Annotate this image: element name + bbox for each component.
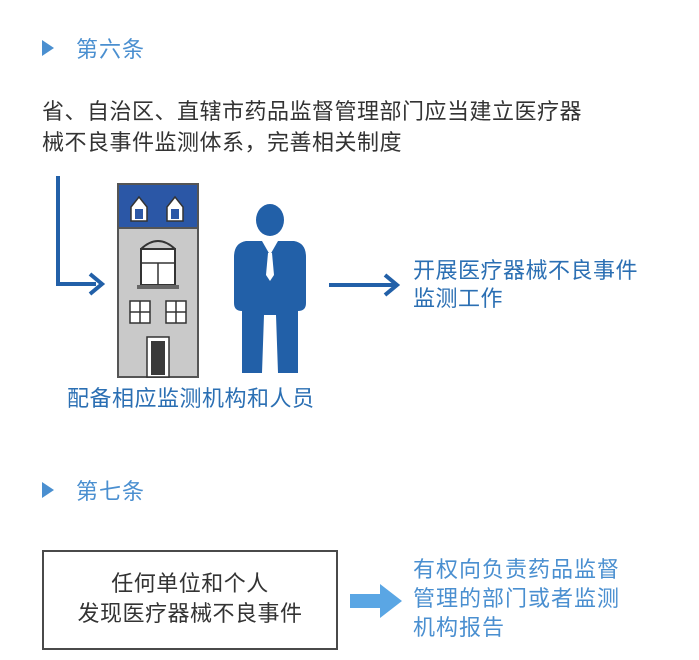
article6-paragraph: 省、自治区、直辖市药品监督管理部门应当建立医疗器 械不良事件监测体系，完善相关制… <box>42 97 682 159</box>
building-icon <box>117 183 199 378</box>
article7-result-line-3: 机构报告 <box>413 616 506 641</box>
right-arrow-icon <box>350 584 402 618</box>
article6-header: 第六条 <box>42 32 145 64</box>
article7-result: 有权向负责药品监督 管理的部门或者监测 机构报告 <box>413 556 620 643</box>
article6-line-1: 省、自治区、直辖市药品监督管理部门应当建立医疗器 <box>42 100 583 125</box>
article6-result-line-1: 开展医疗器械不良事件 <box>413 259 639 284</box>
article6-line-2: 械不良事件监测体系，完善相关制度 <box>42 131 403 156</box>
article6-result: 开展医疗器械不良事件 监测工作 <box>413 258 638 314</box>
article7-box-line-2: 发现医疗器械不良事件 <box>77 602 303 627</box>
article7-result-line-2: 管理的部门或者监测 <box>413 587 621 612</box>
triangle-bullet-icon <box>42 482 54 498</box>
article6-title: 第六条 <box>76 38 146 63</box>
article6-result-line-2: 监测工作 <box>413 287 504 312</box>
triangle-bullet-icon <box>42 40 54 56</box>
right-arrow-icon <box>329 273 401 297</box>
article7-title: 第七条 <box>76 480 146 505</box>
article7-condition-box: 任何单位和个人 发现医疗器械不良事件 <box>42 550 338 650</box>
article7-result-line-1: 有权向负责药品监督 <box>413 558 621 583</box>
article7-header: 第七条 <box>42 474 145 506</box>
article7-box-line-1: 任何单位和个人 <box>111 572 269 597</box>
down-right-arrow-icon <box>56 176 106 296</box>
person-icon <box>234 204 306 373</box>
building-caption: 配备相应监测机构和人员 <box>67 387 315 412</box>
